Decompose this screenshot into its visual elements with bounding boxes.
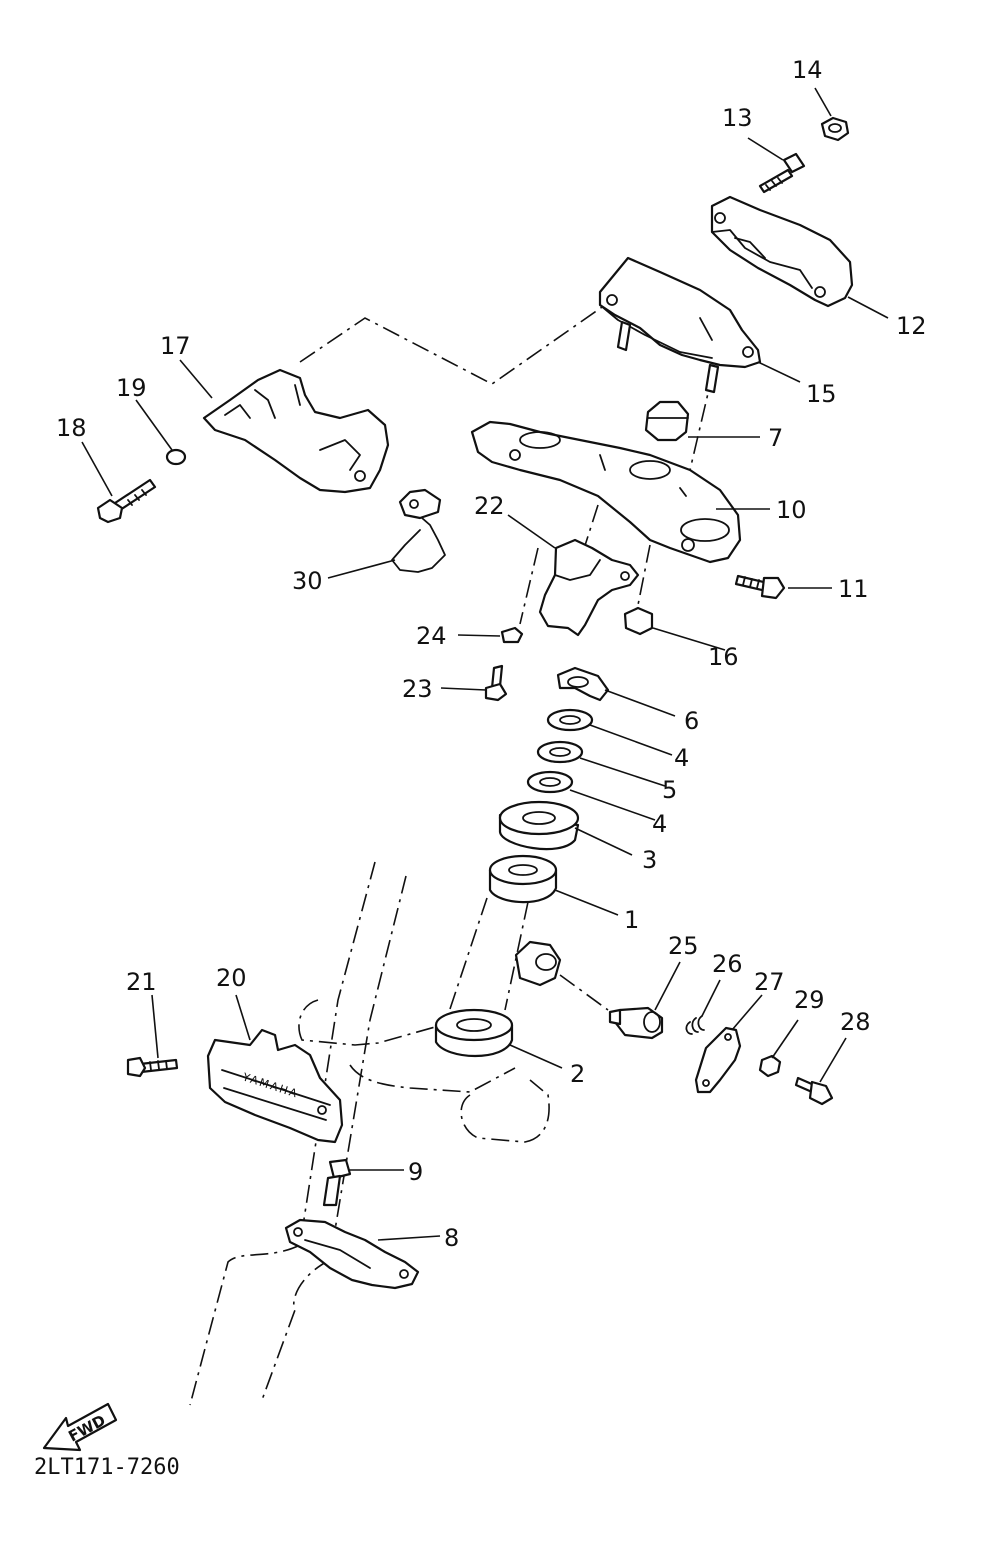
part-20-emblem-plate[interactable]: YAMAHA <box>206 1028 344 1144</box>
callout-9: 9 <box>408 1158 423 1186</box>
callout-25: 25 <box>668 932 699 960</box>
diagram-code: 2LT171-7260 <box>34 1455 180 1480</box>
part-10-upper-bracket[interactable] <box>470 420 742 564</box>
part-15-handlebar-holder[interactable] <box>598 256 762 394</box>
callout-3: 3 <box>642 846 657 874</box>
part-30-cable-guide[interactable] <box>391 488 446 573</box>
callout-17: 17 <box>160 332 191 360</box>
callout-22: 22 <box>474 492 505 520</box>
part-28-screw[interactable] <box>794 1076 834 1106</box>
callout-26: 26 <box>712 950 743 978</box>
callout-23: 23 <box>402 675 433 703</box>
callout-19: 19 <box>116 374 147 402</box>
part-14-nut[interactable] <box>820 116 850 142</box>
callout-7: 7 <box>768 424 783 452</box>
part-4-lock-washer-lower[interactable] <box>526 770 574 794</box>
callout-1: 1 <box>624 906 639 934</box>
part-29-collar[interactable] <box>758 1054 782 1078</box>
part-21-bolt[interactable] <box>126 1056 179 1078</box>
part-27-cover-plate[interactable] <box>694 1026 742 1094</box>
callout-8: 8 <box>444 1224 459 1252</box>
part-16-nut[interactable] <box>623 606 654 636</box>
callout-16: 16 <box>708 643 739 671</box>
steering-stem-collar <box>514 940 562 987</box>
part-9-bolt[interactable] <box>322 1158 352 1207</box>
part-6-lock-washer[interactable] <box>556 666 610 702</box>
part-5-spacer[interactable] <box>536 740 584 764</box>
callout-4-lower: 4 <box>652 810 667 838</box>
callout-24: 24 <box>416 622 447 650</box>
callout-14: 14 <box>792 56 823 84</box>
part-1-bearing-upper[interactable] <box>488 854 558 904</box>
callout-13: 13 <box>722 104 753 132</box>
part-23-screw[interactable] <box>484 664 508 702</box>
part-11-bolt[interactable] <box>734 574 786 600</box>
part-24-clip[interactable] <box>500 626 524 644</box>
part-22-bracket[interactable] <box>538 538 640 637</box>
callout-10: 10 <box>776 496 807 524</box>
part-12-handlebar-holder-upper[interactable] <box>710 195 854 308</box>
part-3-cover[interactable] <box>498 800 580 851</box>
callout-27: 27 <box>754 968 785 996</box>
forward-arrow: FWD <box>42 1402 118 1452</box>
callout-4-upper: 4 <box>674 744 689 772</box>
callout-6: 6 <box>684 707 699 735</box>
callout-15: 15 <box>806 380 837 408</box>
part-18-bolt[interactable] <box>96 478 157 524</box>
callout-28: 28 <box>840 1008 871 1036</box>
callout-2: 2 <box>570 1060 585 1088</box>
callout-labels: 14 13 12 15 17 19 18 7 10 11 22 30 24 16… <box>56 56 927 1252</box>
part-13-bolt[interactable] <box>758 152 806 194</box>
callout-30: 30 <box>292 567 323 595</box>
callout-12: 12 <box>896 312 927 340</box>
part-8-bracket-plate[interactable] <box>284 1218 420 1290</box>
leader-lines <box>81 87 889 1241</box>
part-26-spring[interactable] <box>685 1015 705 1035</box>
callout-20: 20 <box>216 964 247 992</box>
callout-11: 11 <box>838 575 869 603</box>
part-19-washer[interactable] <box>165 448 187 466</box>
part-25-steering-lock[interactable] <box>608 1006 664 1040</box>
part-4-lock-washer-upper[interactable] <box>546 708 594 732</box>
callout-5: 5 <box>662 776 677 804</box>
part-7-nut[interactable] <box>644 400 690 442</box>
part-17-handlebar-holder-lower[interactable] <box>202 368 390 494</box>
callout-29: 29 <box>794 986 825 1014</box>
callout-18: 18 <box>56 414 87 442</box>
callout-21: 21 <box>126 968 157 996</box>
part-2-bearing-lower[interactable] <box>434 1008 514 1057</box>
